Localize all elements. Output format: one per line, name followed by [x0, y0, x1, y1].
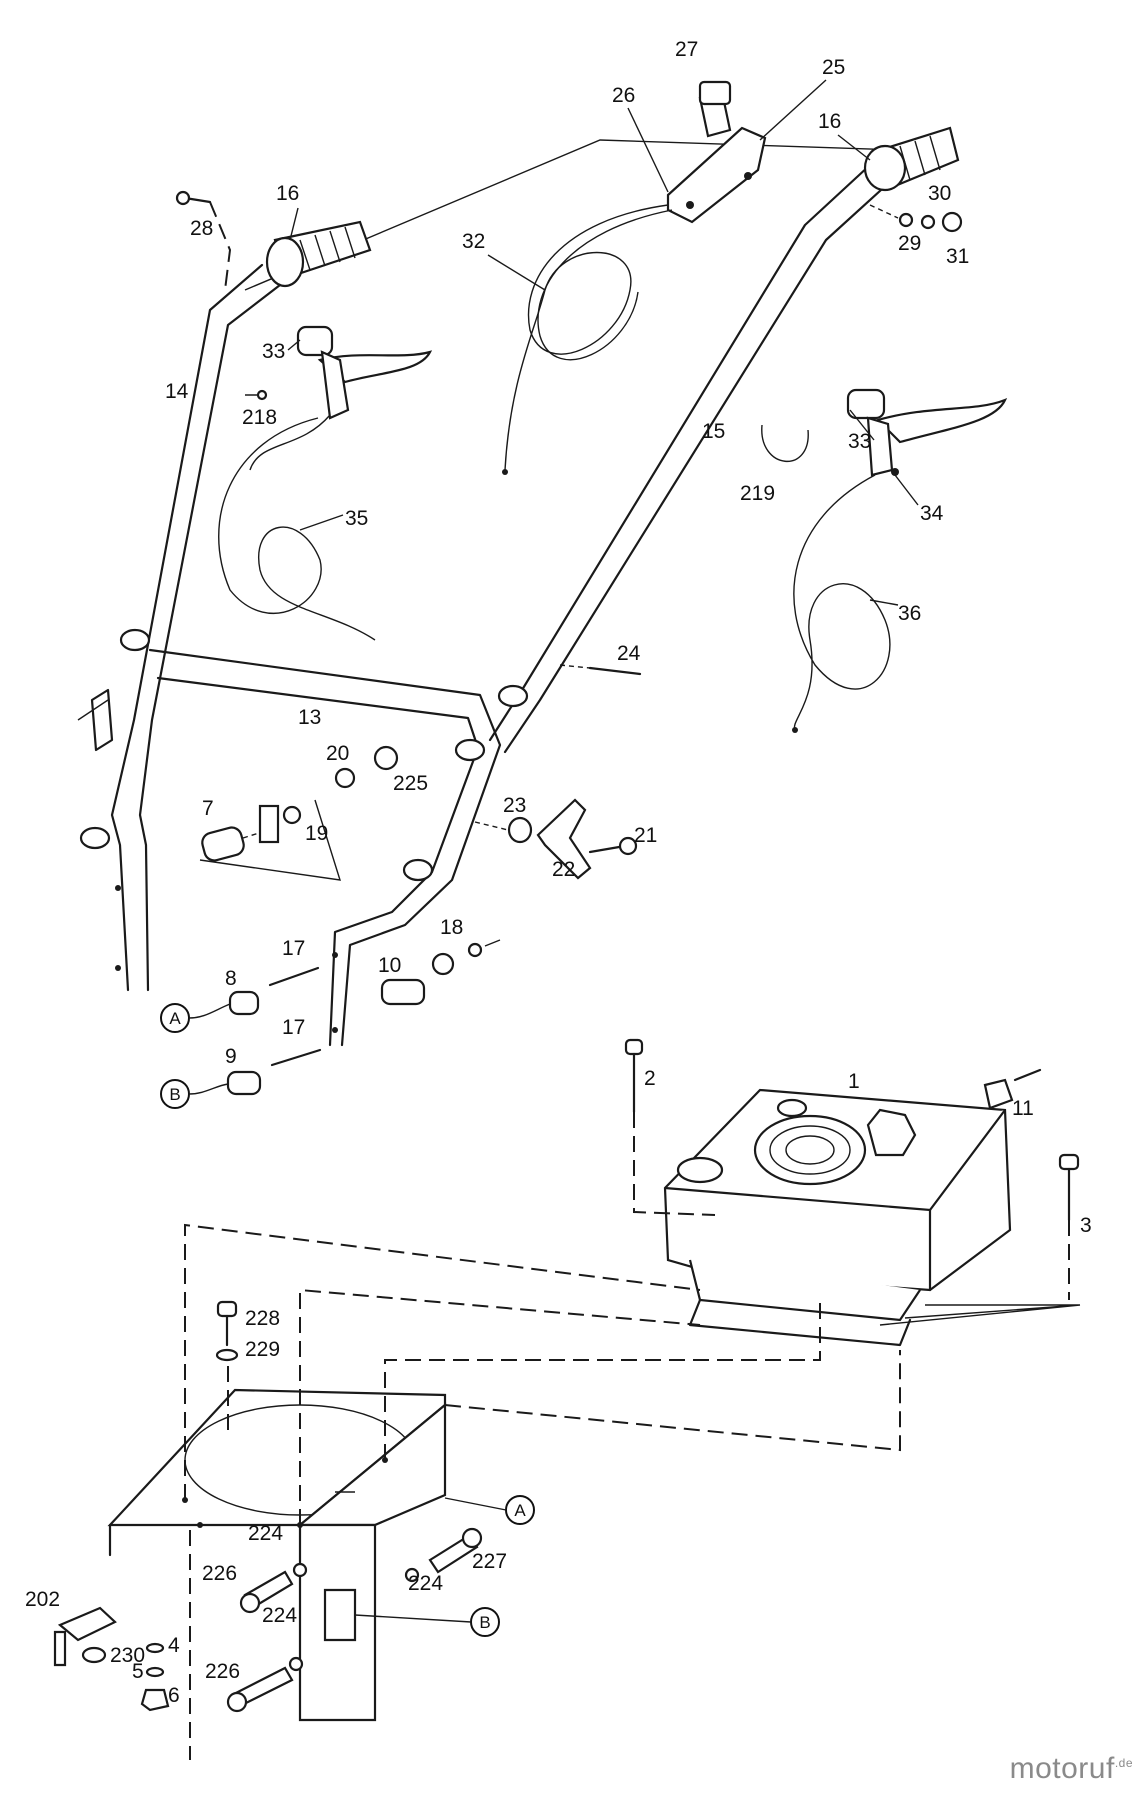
right-brake-lever: [846, 388, 1008, 477]
label-32: 32: [462, 230, 485, 253]
label-219: 219: [740, 482, 775, 505]
throttle-cable: [502, 204, 673, 475]
label-224-a: 224: [248, 1522, 283, 1545]
label-15: 15: [702, 420, 725, 443]
label-1: 1: [848, 1070, 860, 1093]
watermark: motoruf.de: [1009, 1752, 1133, 1785]
label-226-a: 226: [202, 1562, 237, 1585]
left-brake-lever: [249, 325, 433, 471]
label-6: 6: [168, 1684, 180, 1707]
label-18: 18: [440, 916, 463, 939]
label-33-left: 33: [262, 340, 285, 363]
ref-circle-a-upper: A: [160, 1003, 231, 1033]
label-27: 27: [675, 38, 698, 61]
label-227: 227: [472, 1550, 507, 1573]
label-228: 228: [245, 1307, 280, 1330]
engine: [624, 1038, 1081, 1347]
svg-text:B: B: [169, 1085, 180, 1104]
label-11: 11: [1012, 1097, 1034, 1120]
label-30: 30: [928, 182, 951, 205]
label-19: 19: [305, 822, 328, 845]
svg-text:A: A: [169, 1009, 181, 1028]
label-226-b: 226: [205, 1660, 240, 1683]
tube-hardware: [226, 939, 501, 1096]
label-29: 29: [898, 232, 921, 255]
label-218: 218: [242, 406, 277, 429]
label-33-right: 33: [848, 430, 871, 453]
deck-hardware: [53, 1300, 483, 1713]
label-22: 22: [552, 858, 575, 881]
clip-219: [761, 424, 809, 463]
label-9: 9: [225, 1045, 237, 1068]
label-28: 28: [190, 217, 213, 240]
label-2: 2: [644, 1067, 656, 1090]
bracket-hardware: [199, 745, 638, 881]
label-4: 4: [168, 1634, 180, 1657]
right-cable: [792, 474, 891, 733]
label-14: 14: [165, 380, 189, 403]
label-16-right: 16: [818, 110, 841, 133]
label-3: 3: [1080, 1214, 1092, 1237]
label-229: 229: [245, 1338, 280, 1361]
label-25: 25: [822, 56, 845, 79]
throttle-lever: [666, 80, 767, 224]
label-35: 35: [345, 507, 368, 530]
label-23: 23: [503, 794, 526, 817]
ref-circle-b-lower: B: [354, 1607, 500, 1637]
right-grip: [863, 126, 960, 192]
label-202: 202: [25, 1588, 60, 1611]
label-17-upper: 17: [282, 937, 305, 960]
leader-lines: [287, 79, 919, 606]
ref-circle-b-upper: B: [160, 1079, 229, 1109]
label-21: 21: [634, 824, 657, 847]
label-20: 20: [326, 742, 349, 765]
label-17-lower: 17: [282, 1016, 305, 1039]
svg-text:A: A: [514, 1501, 526, 1520]
label-5: 5: [132, 1660, 144, 1683]
label-224-b: 224: [408, 1572, 443, 1595]
small-hardware-upper: [175, 190, 963, 676]
deck-plate: [107, 1388, 447, 1722]
handlebar-assembly: [77, 139, 901, 1047]
label-225: 225: [393, 772, 428, 795]
label-224-c: 224: [262, 1604, 297, 1627]
label-16-left: 16: [276, 182, 299, 205]
label-7: 7: [202, 797, 214, 820]
label-26: 26: [612, 84, 635, 107]
part-labels: 1 2 3 4 5 6 7 8 9 10 11 13 14 15 16 16 1…: [25, 38, 1092, 1707]
label-31: 31: [946, 245, 969, 268]
ref-circle-a-lower: A: [444, 1495, 535, 1525]
alignment-lines: [184, 1223, 901, 1760]
left-cable: [218, 417, 376, 641]
label-230: 230: [110, 1644, 145, 1667]
svg-text:B: B: [479, 1613, 490, 1632]
label-24: 24: [617, 642, 641, 665]
label-10: 10: [378, 954, 401, 977]
left-grip: [265, 220, 372, 288]
label-34: 34: [920, 502, 944, 525]
label-8: 8: [225, 967, 237, 990]
label-36: 36: [898, 602, 921, 625]
label-13: 13: [298, 706, 321, 729]
